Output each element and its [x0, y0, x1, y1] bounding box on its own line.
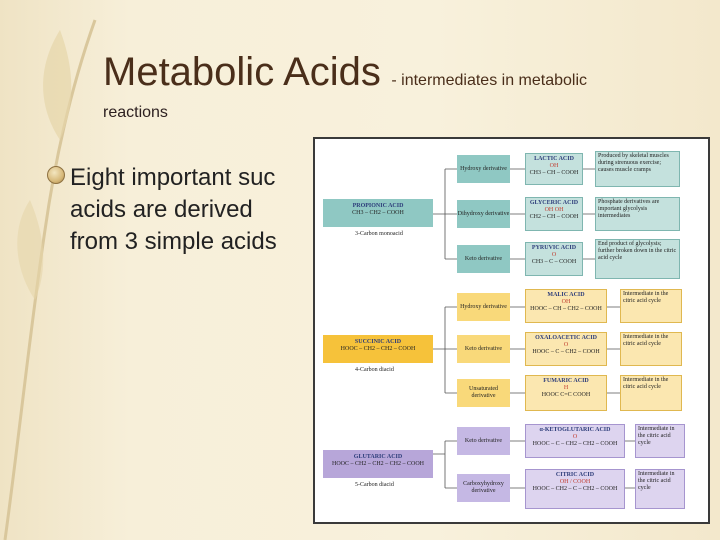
propionic-acid-formula: CH3 – CH2 – COOH [352, 210, 404, 216]
slide-title: Metabolic Acids - intermediates in metab… [103, 50, 587, 95]
slide-title-line2: reactions [103, 104, 168, 121]
product-name: LACTIC ACID [534, 156, 574, 162]
note-text: Intermediate in the citric acid cycle [638, 426, 675, 446]
derivative-box: Carboxyhydroxy derivative [457, 474, 510, 502]
product-box: CITRIC ACID OH / COOH HOOC – CH2 – C – C… [525, 469, 625, 509]
metabolic-acids-figure: PROPIONIC ACID CH3 – CH2 – COOH 3-Carbon… [313, 137, 710, 524]
product-marker: OH OH [544, 207, 564, 213]
bullet-text: Eight important suc acids are derived fr… [70, 162, 320, 258]
product-marker: OH [561, 299, 571, 305]
propionic-acid-label: PROPIONIC ACID [352, 203, 404, 209]
product-name: GLYCERIC ACID [529, 200, 579, 206]
note-text: Phosphate derivatives are important glyc… [598, 199, 660, 219]
succinic-acid-formula: HOOC – CH2 – CH2 – COOH [340, 346, 416, 352]
product-name: MALIC ACID [547, 292, 585, 298]
product-formula: HOOC – C – CH2 – CH2 – COOH [532, 441, 618, 447]
derivative-box: Keto derivative [457, 245, 510, 273]
product-marker: O [563, 342, 569, 348]
product-name: α-KETOGLUTARIC ACID [539, 427, 611, 433]
derivative-box: Keto derivative [457, 335, 510, 363]
note-box: Intermediate in the citric acid cycle [620, 332, 682, 366]
note-text: Produced by skeletal muscles during stre… [598, 153, 669, 173]
product-marker: H [563, 385, 569, 391]
bullet-line-2: acids are derived [70, 196, 253, 223]
succinic-acid-box: SUCCINIC ACID HOOC – CH2 – CH2 – COOH [323, 335, 433, 363]
bullet-icon [47, 166, 65, 184]
product-formula: HOOC – CH2 – C – CH2 – COOH [532, 486, 618, 492]
product-formula: HOOC C=C COOH [541, 392, 591, 398]
product-formula: HOOC – CH – CH2 – COOH [530, 306, 602, 312]
note-box: End product of glycolysis; further broke… [595, 239, 680, 279]
product-box: LACTIC ACID OH CH3 – CH – COOH [525, 153, 583, 185]
derivative-box: Unsaturated derivative [457, 379, 510, 407]
group-2-caption: 4-Carbon diacid [355, 367, 394, 373]
product-box: MALIC ACID OH HOOC – CH – CH2 – COOH [525, 289, 607, 323]
slide-title-sub: - intermediates in metabolic [391, 72, 588, 89]
product-marker: OH [549, 163, 559, 169]
derivative-label: Hydroxy derivative [460, 165, 507, 172]
glutaric-acid-formula: HOOC – CH2 – CH2 – CH2 – COOH [331, 461, 424, 467]
derivative-box: Hydroxy derivative [457, 155, 510, 183]
note-box: Intermediate in the citric acid cycle [635, 469, 685, 509]
product-marker: O [551, 252, 557, 258]
derivative-label: Keto derivative [464, 437, 503, 444]
derivative-label: Hydroxy derivative [460, 303, 507, 310]
glutaric-acid-label: GLUTARIC ACID [353, 454, 403, 460]
note-box: Intermediate in the citric acid cycle [620, 375, 682, 411]
propionic-acid-box: PROPIONIC ACID CH3 – CH2 – COOH [323, 199, 433, 227]
group-3-caption: 5-Carbon diacid [355, 482, 394, 488]
product-box: FUMARIC ACID H HOOC C=C COOH [525, 375, 607, 411]
bullet-line-3: from 3 simple acids [70, 228, 277, 255]
note-box: Produced by skeletal muscles during stre… [595, 151, 680, 187]
derivative-box: Hydroxy derivative [457, 293, 510, 321]
derivative-box: Dihydroxy derivative [457, 200, 510, 228]
glutaric-acid-box: GLUTARIC ACID HOOC – CH2 – CH2 – CH2 – C… [323, 450, 433, 478]
slide-title-main: Metabolic Acids [103, 50, 381, 94]
note-text: Intermediate in the citric acid cycle [623, 334, 669, 347]
product-marker: OH / COOH [559, 479, 591, 485]
note-box: Intermediate in the citric acid cycle [620, 289, 682, 323]
derivative-label: Dihydroxy derivative [457, 210, 510, 217]
product-name: CITRIC ACID [555, 472, 595, 478]
connector-lines [433, 168, 635, 489]
product-box: GLYCERIC ACID OH OH CH2 – CH – COOH [525, 197, 583, 231]
succinic-acid-label: SUCCINIC ACID [354, 339, 402, 345]
product-formula: CH3 – C – COOH [531, 259, 577, 265]
note-text: Intermediate in the citric acid cycle [638, 471, 675, 491]
product-box: OXALOACETIC ACID O HOOC – C – CH2 – COOH [525, 332, 607, 366]
derivative-label: Keto derivative [464, 345, 503, 352]
derivative-label: Unsaturated derivative [469, 386, 498, 399]
note-box: Intermediate in the citric acid cycle [635, 424, 685, 458]
group-1-caption: 3-Carbon monoacid [355, 231, 403, 237]
product-name: PYRUVIC ACID [531, 245, 577, 251]
bullet-line-1: Eight important suc [70, 164, 276, 191]
product-name: OXALOACETIC ACID [535, 335, 597, 341]
derivative-label: Keto derivative [464, 255, 503, 262]
product-box: α-KETOGLUTARIC ACID O HOOC – C – CH2 – C… [525, 424, 625, 458]
note-text: Intermediate in the citric acid cycle [623, 377, 669, 390]
derivative-label: Carboxyhydroxy derivative [463, 481, 504, 494]
product-marker: O [572, 434, 578, 440]
decorative-branch [3, 19, 97, 540]
derivative-box: Keto derivative [457, 427, 510, 455]
product-box: PYRUVIC ACID O CH3 – C – COOH [525, 242, 583, 276]
product-formula: HOOC – C – CH2 – COOH [532, 349, 600, 355]
product-formula: CH2 – CH – COOH [529, 214, 579, 220]
note-box: Phosphate derivatives are important glyc… [595, 197, 680, 231]
product-formula: CH3 – CH – COOH [529, 170, 579, 176]
note-text: Intermediate in the citric acid cycle [623, 291, 669, 304]
product-name: FUMARIC ACID [543, 378, 589, 384]
note-text: End product of glycolysis; further broke… [598, 241, 677, 261]
